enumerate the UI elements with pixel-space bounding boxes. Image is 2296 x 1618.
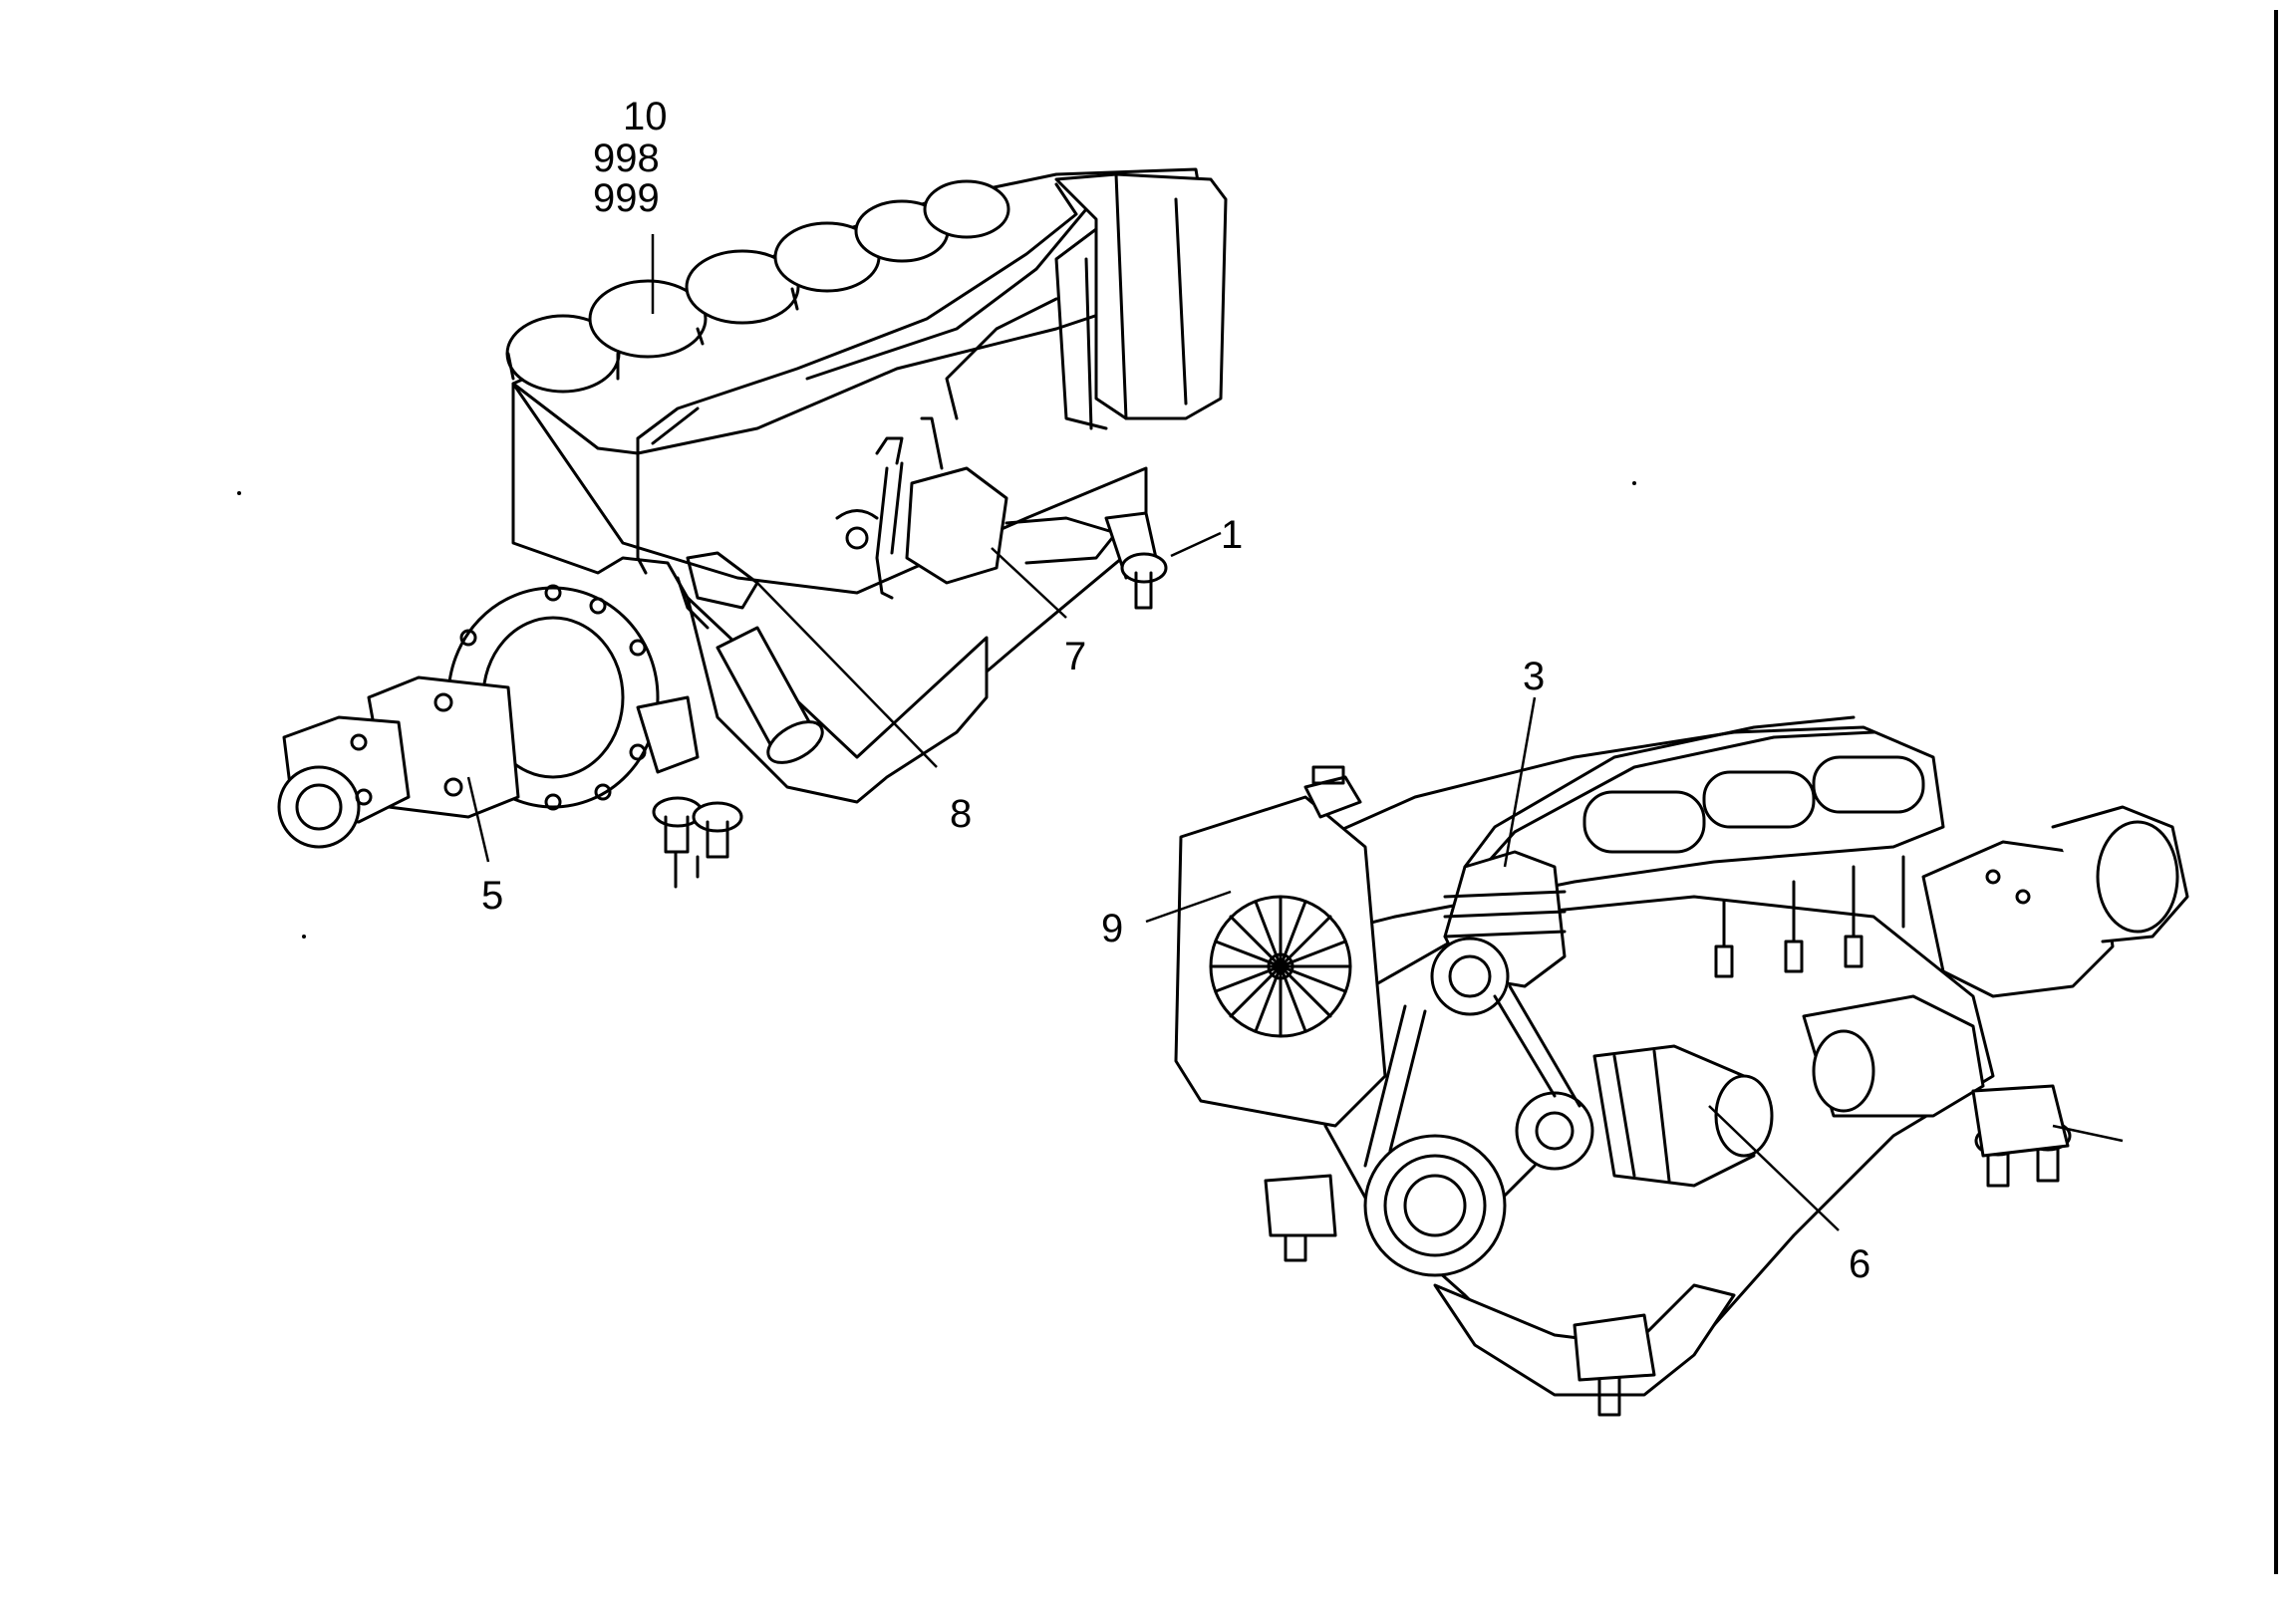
leader-6 bbox=[1708, 1105, 1840, 1231]
label-998: 998 bbox=[593, 136, 660, 180]
leader-8 bbox=[756, 582, 938, 768]
stray-dot bbox=[302, 935, 306, 939]
label-3: 3 bbox=[1523, 655, 1545, 698]
label-7: 7 bbox=[1064, 635, 1086, 678]
engine-mount-left-bottom bbox=[636, 695, 743, 889]
cylinder-heads bbox=[505, 179, 1010, 394]
label-10: 10 bbox=[623, 95, 668, 138]
leader-5 bbox=[466, 776, 490, 863]
label-8: 8 bbox=[950, 792, 972, 836]
engine-left-illustration bbox=[277, 167, 1228, 889]
v-belts bbox=[1363, 984, 1581, 1198]
label-999: 999 bbox=[593, 176, 660, 220]
stray-dot bbox=[1632, 481, 1636, 485]
engine-mount-right-rear bbox=[1971, 1084, 2072, 1188]
leader-3 bbox=[1503, 696, 1537, 868]
injection-pipes-right bbox=[1463, 715, 1875, 879]
engine-right-illustration bbox=[1174, 715, 2189, 1417]
hydraulic-pump-right bbox=[1921, 840, 2115, 998]
crankcase-block bbox=[511, 382, 1148, 784]
label-6: 6 bbox=[1849, 1242, 1870, 1286]
engine-mount-right-bottom bbox=[1573, 1313, 1656, 1417]
engine-mount-right-front bbox=[1264, 1174, 1337, 1262]
injection-pipes bbox=[636, 182, 1088, 575]
engine-mount-right bbox=[1104, 511, 1168, 610]
fuel-line bbox=[875, 461, 904, 600]
oil-sump bbox=[686, 596, 989, 804]
label-9: 9 bbox=[1101, 907, 1123, 950]
label-1: 1 bbox=[1221, 513, 1243, 557]
fan-blades bbox=[1209, 895, 1352, 1038]
label-5: 5 bbox=[481, 874, 503, 918]
starter-motor bbox=[1592, 1044, 1756, 1188]
leader-1 bbox=[1170, 531, 1222, 558]
stray-dot bbox=[237, 491, 241, 495]
intake-pipes bbox=[945, 227, 1108, 430]
leader-7 bbox=[991, 547, 1067, 619]
cylinders-right bbox=[1582, 755, 1925, 978]
leader-9 bbox=[1145, 890, 1232, 924]
fuel-pump bbox=[905, 466, 1008, 585]
leader-mount-rear bbox=[2052, 1124, 2124, 1143]
